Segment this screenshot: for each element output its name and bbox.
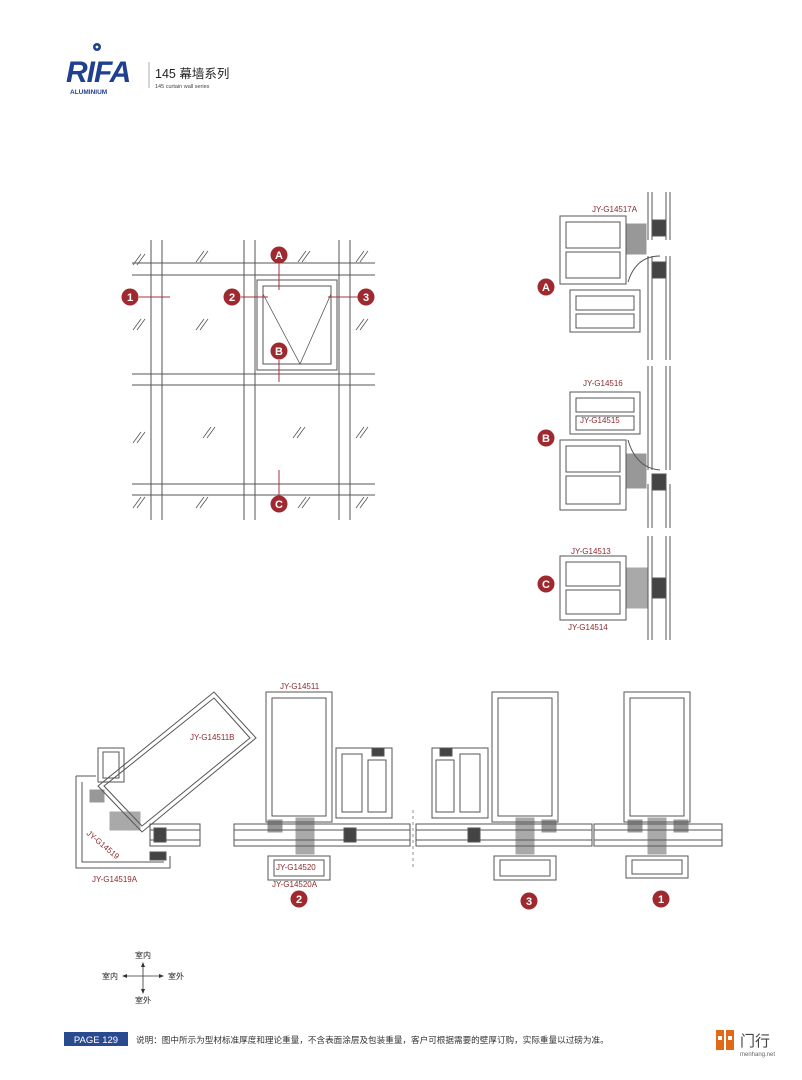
orientation-compass: 室内 室内 室外 室外 <box>102 950 184 1005</box>
section-3-labels: 3 <box>520 892 538 910</box>
watermark-brand: 门行 <box>740 1032 770 1050</box>
marker-2-section <box>290 890 308 908</box>
code-g14517a: JY-G14517A <box>592 205 638 214</box>
marker-a: A <box>270 246 288 264</box>
window-frame <box>256 279 338 371</box>
elevation-view <box>132 240 375 520</box>
code-g14511b: JY-G14511B <box>190 733 234 742</box>
section-c-labels: JY-G14513 JY-G14514 C <box>537 547 611 632</box>
svg-text:C: C <box>275 499 283 511</box>
section-a <box>559 192 671 360</box>
marker-c-section <box>537 575 555 593</box>
marker-b-section <box>537 429 555 447</box>
star-icon <box>93 43 101 51</box>
svg-text:B: B <box>275 346 283 358</box>
code-g14520: JY-G14520 <box>276 863 316 872</box>
series-subtitle: 145 curtain wall series <box>155 84 210 90</box>
marker-a-section <box>537 278 555 296</box>
code-g14514: JY-G14514 <box>568 623 608 632</box>
marker-3: 3 <box>357 288 375 306</box>
section-2-labels: JY-G14511 JY-G14520 JY-G14520A 2 <box>272 682 320 908</box>
code-g14515: JY-G14515 <box>580 416 620 425</box>
elevation-markers: 1 2 3 A B C <box>121 246 375 513</box>
brand-wordmark: RIFA <box>66 56 130 89</box>
section-1-labels: 1 <box>652 890 670 908</box>
footer-note: 说明：图中所示为型材标准厚度和理论重量，不含表面涂层及包装重量，客户可根据需要的… <box>136 1034 609 1046</box>
code-g14519a: JY-G14519A <box>92 875 138 884</box>
section-2 <box>233 691 411 881</box>
compass-left-label: 室内 <box>102 971 118 981</box>
section-3 <box>415 691 593 881</box>
svg-text:3: 3 <box>526 896 532 908</box>
corner-section-labels: JY-G14511B JY-G14519 JY-G14519A <box>85 733 235 884</box>
page-number: PAGE 129 <box>74 1035 118 1046</box>
section-1 <box>593 691 723 879</box>
svg-text:A: A <box>542 282 550 294</box>
svg-text:C: C <box>542 579 550 591</box>
code-g14516: JY-G14516 <box>583 379 623 388</box>
compass-bottom-label: 室外 <box>135 995 151 1005</box>
compass-top-label: 室内 <box>135 950 151 960</box>
watermark-logo-icon <box>716 1030 734 1050</box>
corner-section <box>75 691 257 869</box>
marker-2: 2 <box>223 288 241 306</box>
header: RIFA ALUMINIUM 145 幕墙系列 145 curtain wall… <box>66 43 229 96</box>
section-b-labels: JY-G14516 JY-G14515 B <box>537 379 623 447</box>
compass-right-label: 室外 <box>168 971 184 981</box>
brand-sub: ALUMINIUM <box>70 89 107 96</box>
section-lines <box>139 262 358 495</box>
code-g14520a: JY-G14520A <box>272 880 318 889</box>
marker-c: C <box>270 495 288 513</box>
watermark-url: menhang.net <box>740 1052 775 1058</box>
section-c <box>559 536 671 640</box>
section-b <box>559 366 671 528</box>
svg-text:A: A <box>275 250 283 262</box>
marker-1-section <box>652 890 670 908</box>
page-number-box <box>64 1032 128 1046</box>
svg-text:1: 1 <box>658 894 664 906</box>
code-g14511: JY-G14511 <box>280 682 320 691</box>
section-a-labels: JY-G14517A A <box>537 205 638 296</box>
code-g14513: JY-G14513 <box>571 547 611 556</box>
svg-text:B: B <box>542 433 550 445</box>
svg-text:2: 2 <box>296 894 302 906</box>
svg-text:2: 2 <box>229 292 235 304</box>
marker-1: 1 <box>121 288 139 306</box>
marker-b: B <box>270 342 288 360</box>
rifa-logo: RIFA ALUMINIUM <box>66 43 131 96</box>
svg-text:3: 3 <box>363 292 369 304</box>
horizontal-transoms <box>132 262 375 496</box>
footer: PAGE 129 说明：图中所示为型材标准厚度和理论重量，不含表面涂层及包装重量… <box>64 1030 775 1058</box>
series-title: 145 幕墙系列 <box>155 67 229 81</box>
vertical-mullions <box>150 240 351 520</box>
code-g14519: JY-G14519 <box>85 829 122 862</box>
marker-3-section <box>520 892 538 910</box>
svg-text:1: 1 <box>127 292 133 304</box>
glass-hatch <box>132 250 369 509</box>
